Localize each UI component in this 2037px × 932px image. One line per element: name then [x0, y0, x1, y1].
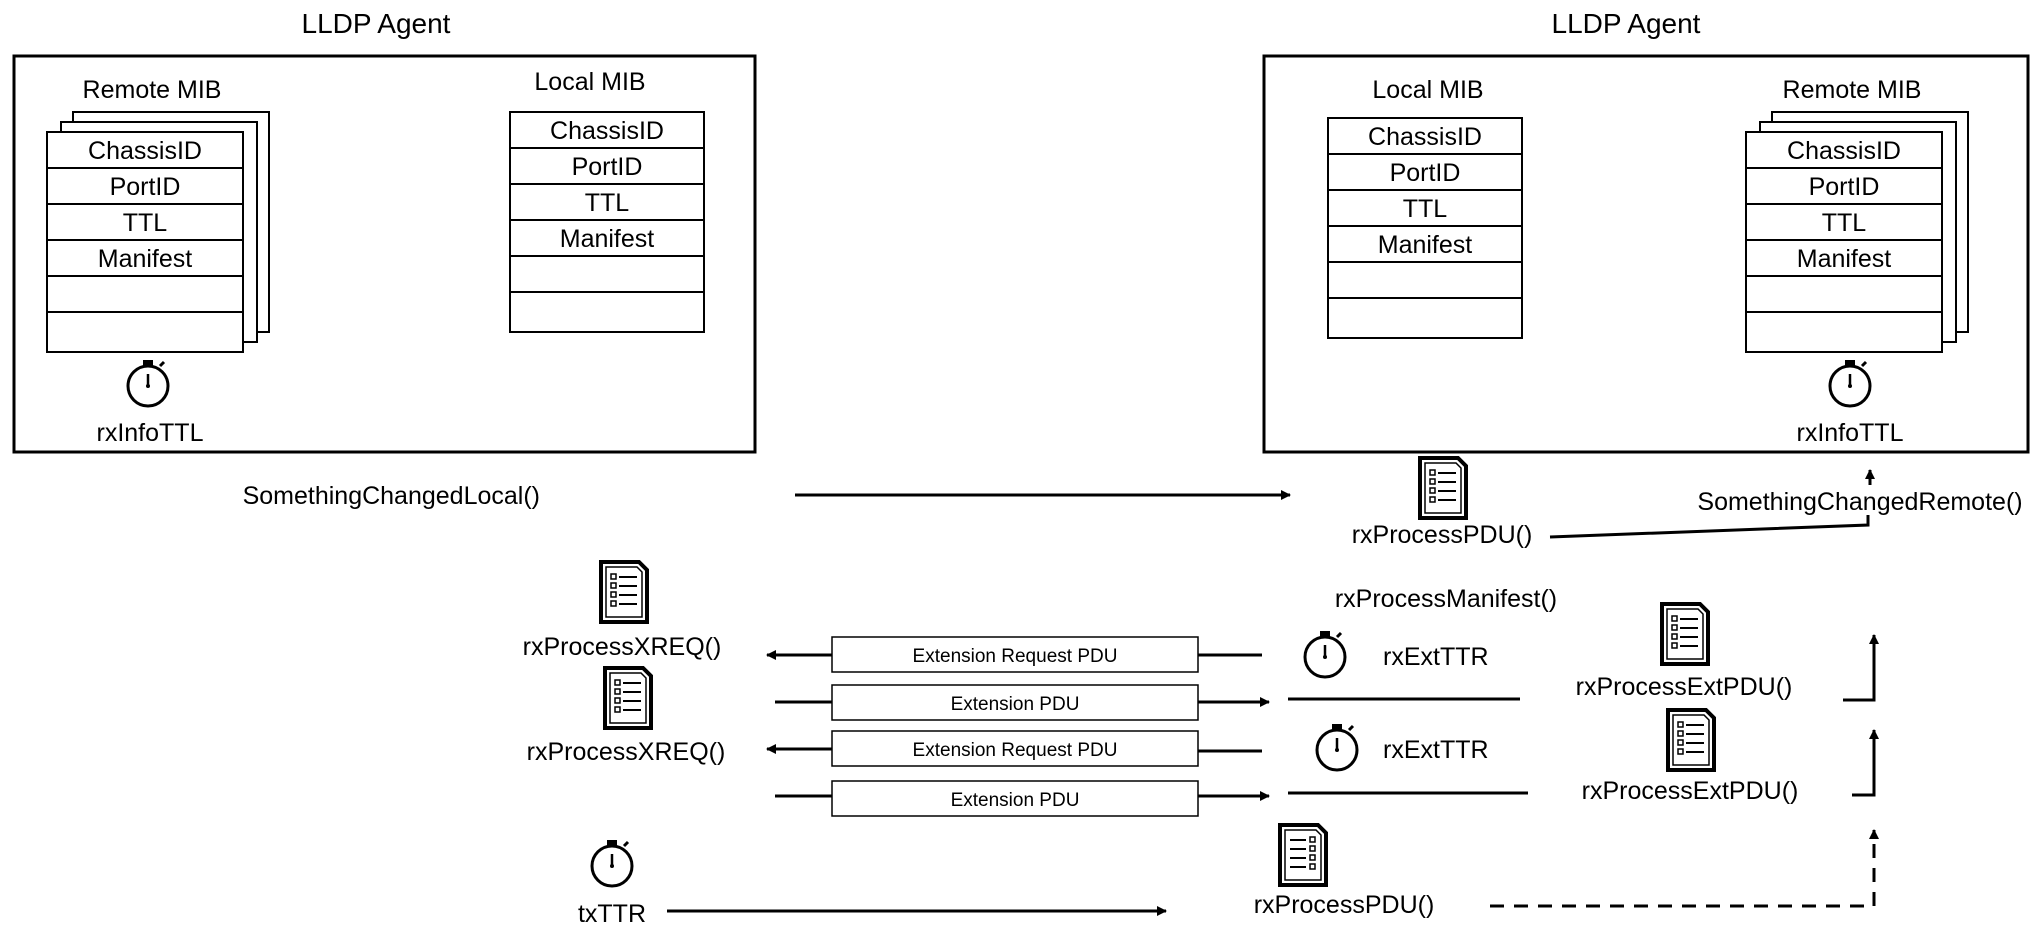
right-remote-mib-row-label: PortID — [1809, 173, 1880, 201]
left-local-mib-row-label: PortID — [572, 153, 643, 181]
left-remote-mib-row-label: Manifest — [98, 245, 193, 273]
right-local-mib-row-label: ChassisID — [1368, 123, 1482, 151]
left-remote-mib: Remote MIB ChassisID PortID TTL Manifest — [46, 76, 270, 353]
right-remote-mib-label: Remote MIB — [1783, 76, 1922, 104]
left-remote-mib-row — [46, 239, 244, 277]
left-local-mib-row — [509, 255, 705, 293]
pdu-ext-2-label: Extension PDU — [951, 790, 1080, 811]
rx-ext-ttr-2: rxExtTTR — [1383, 736, 1489, 764]
right-remote-mib: Remote MIB ChassisID PortID TTL Manifest — [1745, 76, 1969, 353]
left-remote-mib-row — [46, 167, 244, 205]
left-local-mib-row-label: TTL — [585, 189, 630, 217]
something-changed-local: SomethingChangedLocal() — [243, 482, 540, 510]
left-remote-mib-row — [46, 275, 244, 313]
stopwatch-icon — [1828, 358, 1872, 408]
left-agent-box — [12, 54, 757, 454]
pdu-to-remote-line — [1549, 515, 1870, 539]
rx-process-manifest: rxProcessManifest() — [1335, 585, 1557, 613]
left-timer: rxInfoTTL — [97, 358, 204, 447]
left-local-mib-label: Local MIB — [534, 68, 645, 96]
right-remote-mib-row — [1745, 239, 1943, 277]
right-remote-mib-row — [1745, 311, 1943, 353]
right-remote-mib-row — [1745, 203, 1943, 241]
stopwatch-icon — [1315, 722, 1359, 772]
left-local-mib-row-label: ChassisID — [550, 117, 664, 145]
left-local-mib-row — [509, 147, 705, 185]
left-timer-label: rxInfoTTL — [97, 419, 204, 447]
right-remote-mib-row — [1745, 275, 1943, 313]
something-changed-remote: SomethingChangedRemote() — [1697, 488, 2022, 516]
rx-process-pdu-top: rxProcessPDU() — [1352, 521, 1533, 549]
right-local-mib-row — [1327, 297, 1523, 339]
checklist-document-icon — [1666, 708, 1716, 772]
checklist-document-icon — [1418, 456, 1468, 520]
stopwatch-icon — [1303, 629, 1347, 679]
left-local-mib-row-label: Manifest — [560, 225, 655, 253]
left-remote-mib-row — [46, 311, 244, 353]
right-remote-mib-row — [1745, 167, 1943, 205]
right-remote-mib-row — [1745, 131, 1943, 169]
left-remote-mib-row-label: PortID — [110, 173, 181, 201]
right-local-mib-row-label: Manifest — [1378, 231, 1473, 259]
rx-process-pdu-bottom: rxProcessPDU() — [1254, 891, 1435, 919]
right-local-mib-row — [1327, 153, 1523, 191]
left-remote-mib-row-label: TTL — [123, 209, 168, 237]
rx-process-ext-pdu-2: rxProcessExtPDU() — [1582, 777, 1799, 805]
dashed-up-arrow — [1490, 829, 1879, 908]
right-agent-box — [1262, 54, 2030, 454]
left-local-mib-row — [509, 111, 705, 149]
pdu-ext-2: Extension PDU — [831, 780, 1199, 817]
pdu-ext-1-label: Extension PDU — [951, 694, 1080, 715]
left-local-mib-row — [509, 291, 705, 333]
left-agent-title: LLDP Agent — [302, 8, 451, 39]
right-timer-label: rxInfoTTL — [1797, 419, 1904, 447]
left-local-mib-row — [509, 183, 705, 221]
pdu-ext-request-1: Extension Request PDU — [831, 636, 1199, 673]
rx-process-xreq-1: rxProcessXREQ() — [523, 633, 722, 661]
right-timer: rxInfoTTL — [1797, 358, 1904, 447]
checklist-document-icon — [603, 666, 653, 730]
right-agent-title: LLDP Agent — [1552, 8, 1701, 39]
ext-pdu-2-up-arrow — [1852, 729, 1879, 797]
checklist-document-icon — [1660, 602, 1710, 666]
right-local-mib-row-label: PortID — [1390, 159, 1461, 187]
right-local-mib-label: Local MIB — [1372, 76, 1483, 104]
right-remote-mib-row-label: ChassisID — [1787, 137, 1901, 165]
rx-process-xreq-2: rxProcessXREQ() — [527, 738, 726, 766]
ext-pdu-1-up-arrow — [1843, 634, 1879, 702]
right-remote-mib-row-label: TTL — [1822, 209, 1867, 237]
left-remote-mib-label: Remote MIB — [83, 76, 222, 104]
stopwatch-icon — [126, 358, 170, 408]
tx-ttr: txTTR — [578, 900, 646, 928]
right-local-mib-row — [1327, 189, 1523, 227]
left-remote-mib-row-label: ChassisID — [88, 137, 202, 165]
pdu-ext-1: Extension PDU — [831, 684, 1199, 721]
stopwatch-icon — [590, 838, 634, 888]
left-remote-mib-row — [46, 131, 244, 169]
right-local-mib-row-label: TTL — [1403, 195, 1448, 223]
rx-process-ext-pdu-1: rxProcessExtPDU() — [1576, 673, 1793, 701]
right-local-mib-row — [1327, 117, 1523, 155]
left-local-mib: Local MIB ChassisID PortID TTL Manifest — [509, 68, 705, 333]
rx-ext-ttr-1: rxExtTTR — [1383, 643, 1489, 671]
pdu-ext-request-2-label: Extension Request PDU — [913, 740, 1118, 761]
pdu-ext-request-2: Extension Request PDU — [831, 730, 1199, 767]
checklist-document-icon — [1278, 823, 1328, 887]
pdu-ext-request-1-label: Extension Request PDU — [913, 646, 1118, 667]
right-local-mib: Local MIB ChassisID PortID TTL Manifest — [1327, 76, 1523, 339]
right-remote-mib-row-label: Manifest — [1797, 245, 1892, 273]
checklist-document-icon — [599, 560, 649, 624]
right-local-mib-row — [1327, 261, 1523, 299]
